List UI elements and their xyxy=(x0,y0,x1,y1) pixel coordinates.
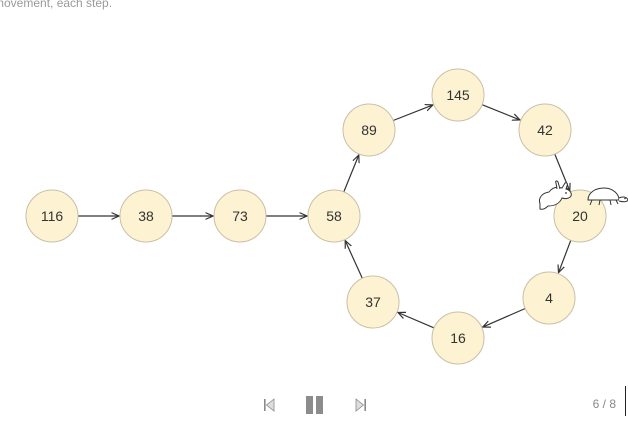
node-38: 38 xyxy=(119,189,173,243)
node-73: 73 xyxy=(213,189,267,243)
node-circle xyxy=(25,189,79,243)
edges-layer xyxy=(78,104,572,329)
playback-controls: 6 / 8 xyxy=(0,392,628,418)
edge-37-to-58 xyxy=(345,241,363,279)
divider xyxy=(625,386,626,416)
node-37: 37 xyxy=(346,275,400,329)
edge-58-to-89 xyxy=(343,155,359,193)
edge-145-to-42 xyxy=(481,104,520,120)
runners-layer xyxy=(539,180,628,210)
node-label: 37 xyxy=(365,294,381,310)
node-145: 145 xyxy=(431,68,485,122)
edge-20-to-4 xyxy=(559,240,572,272)
node-label: 58 xyxy=(326,208,342,224)
turtle-icon xyxy=(587,187,628,206)
node-label: 20 xyxy=(572,208,588,224)
node-circle xyxy=(431,68,485,122)
node-circle xyxy=(119,189,173,243)
cycle-diagram: 116 38 73 58 89 145 42 20 4 16 37 xyxy=(25,68,628,365)
node-circle xyxy=(518,103,572,157)
node-label: 89 xyxy=(361,122,377,138)
node-16: 16 xyxy=(431,311,485,365)
node-label: 42 xyxy=(537,122,553,138)
nodes-layer: 116 38 73 58 89 145 42 20 4 16 37 xyxy=(25,68,607,365)
node-circle xyxy=(522,271,576,325)
node-label: 73 xyxy=(232,208,248,224)
node-116: 116 xyxy=(25,189,79,243)
edge-89-to-145 xyxy=(392,105,433,122)
skip-back-icon[interactable] xyxy=(263,398,275,412)
node-label: 4 xyxy=(545,290,553,306)
node-circle xyxy=(553,189,607,243)
node-circle xyxy=(213,189,267,243)
node-42: 42 xyxy=(518,103,572,157)
node-4: 4 xyxy=(522,271,576,325)
edge-4-to-16 xyxy=(483,307,526,328)
node-label: 145 xyxy=(446,87,470,103)
node-label: 16 xyxy=(450,330,466,346)
node-label: 38 xyxy=(138,208,154,224)
pause-icon[interactable] xyxy=(304,394,326,416)
skip-forward-icon[interactable] xyxy=(355,398,367,412)
edge-16-to-37 xyxy=(398,313,435,329)
node-circle xyxy=(342,103,396,157)
node-circle xyxy=(346,275,400,329)
node-label: 116 xyxy=(41,208,64,224)
node-58: 58 xyxy=(307,189,361,243)
node-89: 89 xyxy=(342,103,396,157)
node-circle xyxy=(307,189,361,243)
caption-text: movement, each step. xyxy=(0,0,113,10)
node-20: 20 xyxy=(553,189,607,243)
node-circle xyxy=(431,311,485,365)
rabbit-icon xyxy=(539,180,572,210)
step-counter: 6 / 8 xyxy=(592,397,616,411)
